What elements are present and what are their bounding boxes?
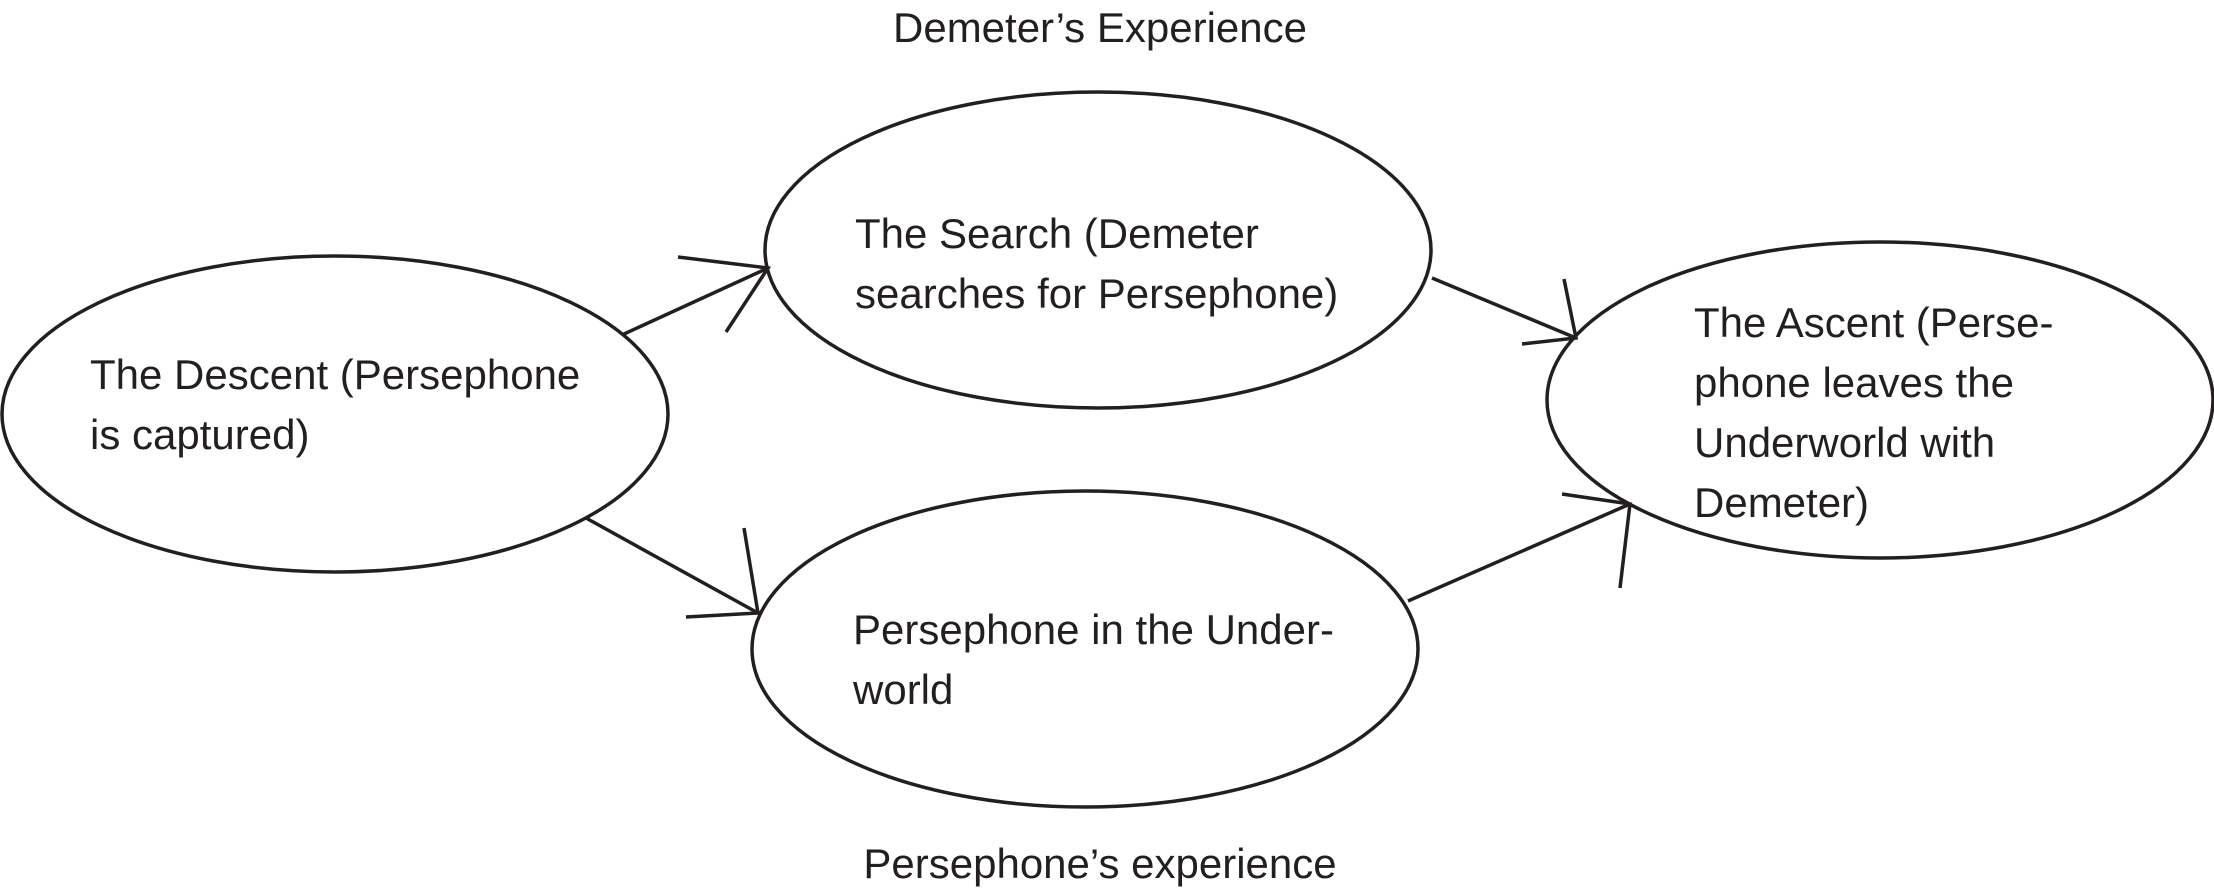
- arrowhead-icon: [1521, 278, 1579, 346]
- edge-descent-to-search: [623, 255, 772, 336]
- arrowhead-icon: [1561, 492, 1632, 589]
- edge-search-to-ascent: [1431, 276, 1579, 346]
- node-ascent-label: The Ascent (Perse- phone leaves the Unde…: [1694, 299, 2054, 526]
- node-search-label: The Search (Demeter searches for Perseph…: [855, 210, 1339, 317]
- edge-underworld-to-ascent: [1407, 492, 1632, 603]
- node-underworld-label: Persephone in the Under- world: [853, 606, 1334, 713]
- arrowhead-icon: [677, 255, 772, 333]
- arrowhead-icon: [685, 527, 761, 619]
- node-search-ellipse: [763, 90, 1433, 410]
- arrow-line: [1407, 502, 1631, 603]
- node-descent-ellipse: [0, 254, 670, 574]
- arrow-line: [585, 516, 759, 615]
- arrow-line: [1431, 276, 1577, 340]
- node-ascent-ellipse: [1545, 240, 2214, 560]
- node-underworld-ellipse: [750, 489, 1420, 809]
- edge-descent-to-underworld: [585, 516, 761, 619]
- bottom-caption: Persephone’s experience: [863, 840, 1337, 887]
- top-caption: Demeter’s Experience: [893, 4, 1307, 51]
- arrow-line: [623, 266, 769, 336]
- node-descent-label: The Descent (Persephone is captured): [90, 351, 581, 458]
